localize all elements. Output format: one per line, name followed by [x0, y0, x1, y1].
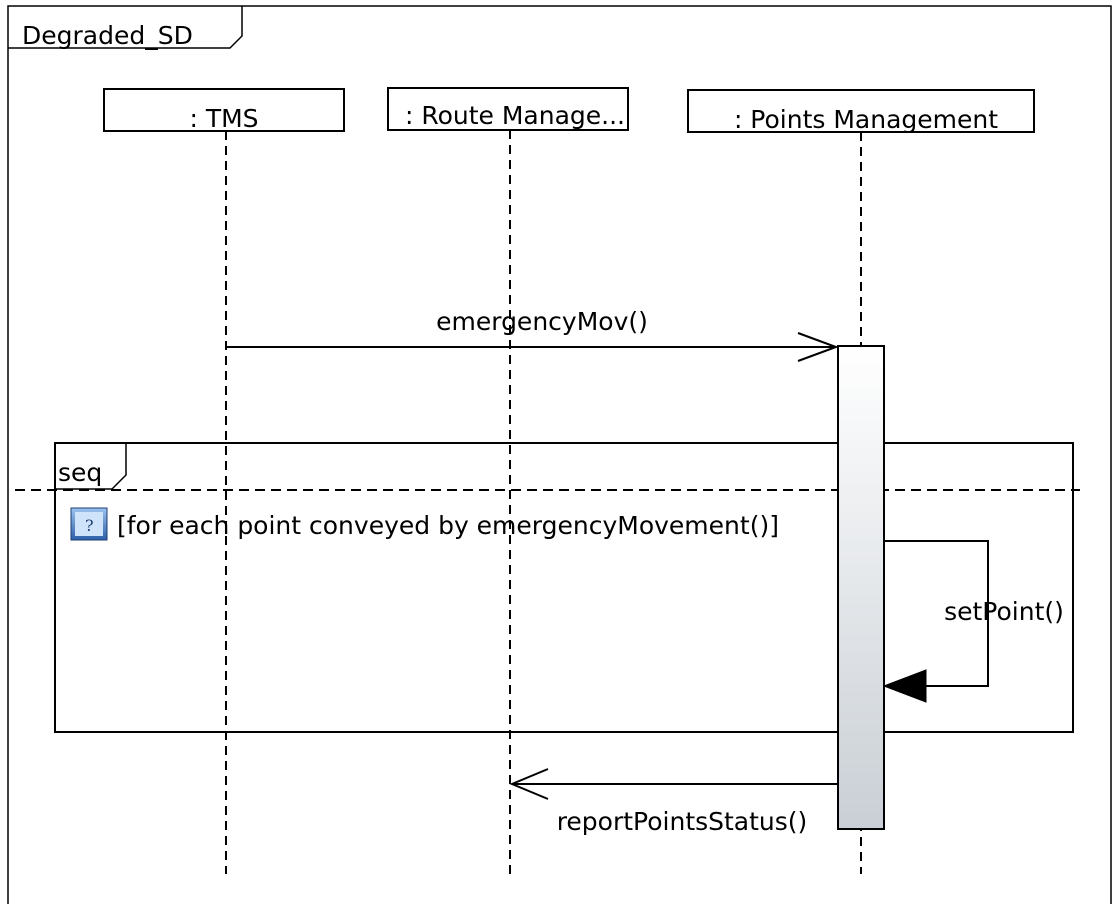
lifeline-points-label: : Points Management — [734, 105, 998, 134]
combined-fragment-seq[interactable]: seq ? [for each point conveyed by emerge… — [15, 442, 1080, 733]
lifeline-route-label: : Route Manage... — [405, 101, 625, 130]
message-set-point[interactable]: setPoint() — [882, 540, 1064, 703]
message-emergency-mov[interactable]: emergencyMov() — [226, 307, 839, 362]
message-report-label: reportPointsStatus() — [557, 807, 808, 836]
activation-bar[interactable] — [837, 345, 885, 830]
lifeline-tms[interactable]: : TMS — [103, 88, 345, 874]
message-set-point-label: setPoint() — [944, 597, 1064, 626]
diagram-frame: Degraded_SD — [7, 5, 1112, 904]
help-icon: ? — [70, 507, 108, 541]
lifeline-tms-label: : TMS — [189, 104, 258, 133]
fragment-guard: [for each point conveyed by emergencyMov… — [117, 511, 779, 540]
message-report-points-status[interactable]: reportPointsStatus() — [509, 768, 838, 836]
lifeline-points-management[interactable]: : Points Management — [687, 89, 1035, 874]
message-emergency-label: emergencyMov() — [436, 307, 648, 336]
svg-text:?: ? — [85, 516, 94, 535]
frame-title: Degraded_SD — [22, 21, 193, 50]
lifeline-route-management[interactable]: : Route Manage... — [387, 87, 629, 874]
fragment-operator: seq — [58, 458, 102, 487]
